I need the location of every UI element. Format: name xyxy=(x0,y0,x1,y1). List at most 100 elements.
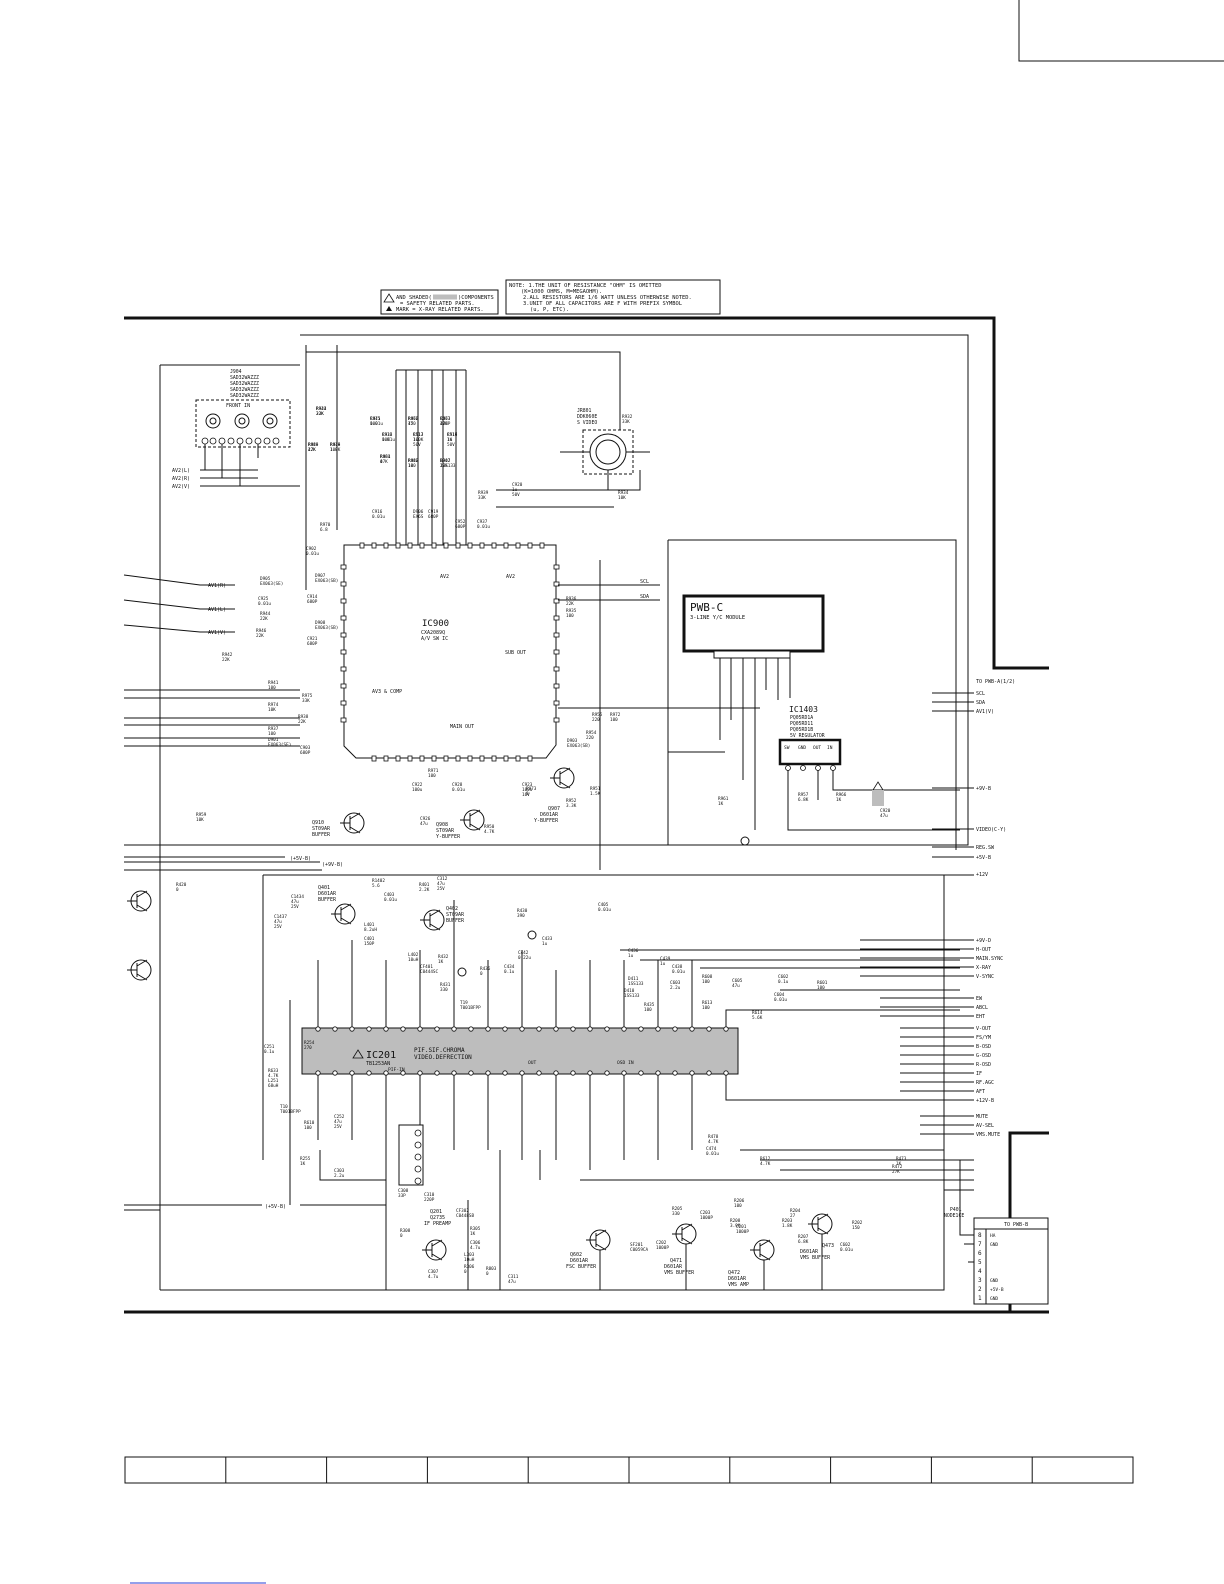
component-label: T10 xyxy=(280,1104,288,1110)
component-label: C604 xyxy=(774,992,785,998)
component-label: R975 xyxy=(302,693,313,699)
component-label: R936 xyxy=(566,596,577,602)
component-label: R941 xyxy=(268,680,279,686)
p401-pin-1: 1 xyxy=(978,1295,982,1302)
component-label: C471 xyxy=(370,416,381,422)
p401-pin-3: 3 xyxy=(978,1277,982,1284)
signal-5v-b-lower: (+5V-B) xyxy=(265,1204,286,1210)
component-label: 33K xyxy=(302,698,310,704)
component-label: 22K xyxy=(260,616,268,622)
q401-part: D601AR xyxy=(318,891,337,897)
warning-triangle-icon xyxy=(383,293,395,303)
component-label: L303 xyxy=(464,1252,475,1258)
conn-av-sel: AV-SEL xyxy=(976,1123,994,1129)
component-label: 150P xyxy=(364,941,375,947)
conn-to-pwb-a: TO PWB-A(1/2) xyxy=(976,679,1015,685)
component-label: 0.1u xyxy=(264,1049,275,1055)
component-label: R612 xyxy=(760,1156,771,1162)
p401-pin-4: 4 xyxy=(978,1268,982,1275)
q473: Q473 D601AR VMS BUFFER xyxy=(800,1213,834,1261)
ic900-av2-b: AV2 xyxy=(506,574,515,580)
component-label: R608 xyxy=(702,974,713,980)
component-label: R803 xyxy=(486,1266,497,1272)
component-label: C401 xyxy=(364,936,375,942)
conn-sda: SDA xyxy=(976,700,985,706)
component-label: 47K xyxy=(308,447,316,453)
component-label: C925 xyxy=(258,596,269,602)
component-label: R473 xyxy=(896,1156,907,1162)
component-label: 10K xyxy=(268,707,276,713)
component-label: 0 xyxy=(486,1271,489,1277)
component-label: L251 xyxy=(268,1078,279,1084)
ic1403-pin-gnd: GND xyxy=(798,745,806,751)
component-label: 3.3K xyxy=(566,803,577,809)
component-label: 0 xyxy=(400,1233,403,1239)
ic900-bottom-pins xyxy=(371,755,533,762)
component-label: R974 xyxy=(268,702,279,708)
jr801-part: DDK060E xyxy=(577,414,597,420)
component-label: C914 xyxy=(307,594,318,600)
component-label: 1SS133 xyxy=(440,463,456,469)
component-label: 680P xyxy=(307,599,318,605)
component-label: 27K xyxy=(892,1169,900,1175)
ic900-sda: SDA xyxy=(640,594,649,600)
component-label: 47u xyxy=(732,983,740,989)
q472: Q472 D601AR VMS AMP xyxy=(728,1239,775,1288)
component-label: 1K xyxy=(836,797,842,803)
component-label: R943 xyxy=(316,406,327,412)
jr801-s-video: JR801 DDK060E S VIDEO xyxy=(560,408,650,490)
component-label: R948 xyxy=(330,442,341,448)
xray-triangle-icon xyxy=(386,306,392,311)
component-label: 1u xyxy=(413,437,419,443)
component-label: R305 xyxy=(470,1226,481,1232)
left-signals: AV2(L) AV2(R) AV2(V) AV1(R) AV1(L) AV1(V… xyxy=(123,468,386,1210)
component-label: R944 xyxy=(260,611,271,617)
component-label: R957 xyxy=(798,792,809,798)
component-label: C439 xyxy=(660,956,671,962)
ic900-side-pins xyxy=(340,564,560,723)
component-label: C916 xyxy=(372,509,383,515)
component-label: 10 xyxy=(408,463,414,469)
component-label: C310 xyxy=(424,1192,435,1198)
component-label: 0.01u xyxy=(382,437,395,443)
component-label: R202 xyxy=(852,1220,863,1226)
component-label: 47u xyxy=(274,919,282,925)
conn-12v-b: +12V-B xyxy=(976,1098,994,1104)
component-label: R972 xyxy=(610,712,621,718)
component-label: R933 xyxy=(382,432,393,438)
p401-pin-rows: 8 HA 7 GND 6 5 4 3 GND 2 +5V-B 1 GND xyxy=(978,1232,1004,1302)
q402: Q402 ST09AR BUFFER xyxy=(420,906,465,931)
component-label: 22K xyxy=(222,657,230,663)
component-label: 0.22u xyxy=(518,955,531,961)
component-label: C308 xyxy=(398,1188,409,1194)
ic1403-desc: 5V REGULATOR xyxy=(790,733,825,739)
safety-triangle-icon xyxy=(872,781,884,791)
component-label: C952 xyxy=(455,519,466,525)
component-label: R478 xyxy=(708,1134,719,1140)
component-label: C913 xyxy=(413,432,424,438)
ic1403-part-1: PQ05RD1A xyxy=(790,715,813,721)
component-label: 1.5K xyxy=(590,791,601,797)
component-label: 47K xyxy=(440,421,448,427)
component-label: 1K xyxy=(896,1161,902,1167)
component-label: R971 xyxy=(428,768,439,774)
component-label: 0.1u xyxy=(778,979,789,985)
component-label: R203 xyxy=(782,1218,793,1224)
component-label: T001BFPP xyxy=(280,1109,301,1115)
q910-role: BUFFER xyxy=(312,832,331,838)
ic201: IC201 TB1253AN PIF.SIF.CHROMA VIDEO.DEFR… xyxy=(301,900,960,1200)
component-label: D901 xyxy=(268,737,279,743)
component-label: D902 xyxy=(440,458,451,464)
component-label: R949 xyxy=(308,442,319,448)
ic1403-ref: IC1403 xyxy=(789,705,818,714)
conn-fs-ym: FS/YM xyxy=(976,1035,991,1041)
component-label: 1.8K xyxy=(330,447,341,453)
component-label: C918 xyxy=(382,432,393,438)
component-label: 100 xyxy=(702,979,710,985)
component-label: 10K xyxy=(618,495,626,501)
component-label: R601 xyxy=(817,980,828,986)
component-label: C403 xyxy=(384,892,395,898)
component-label: 1K xyxy=(718,801,724,807)
component-label: 33K xyxy=(316,411,324,417)
